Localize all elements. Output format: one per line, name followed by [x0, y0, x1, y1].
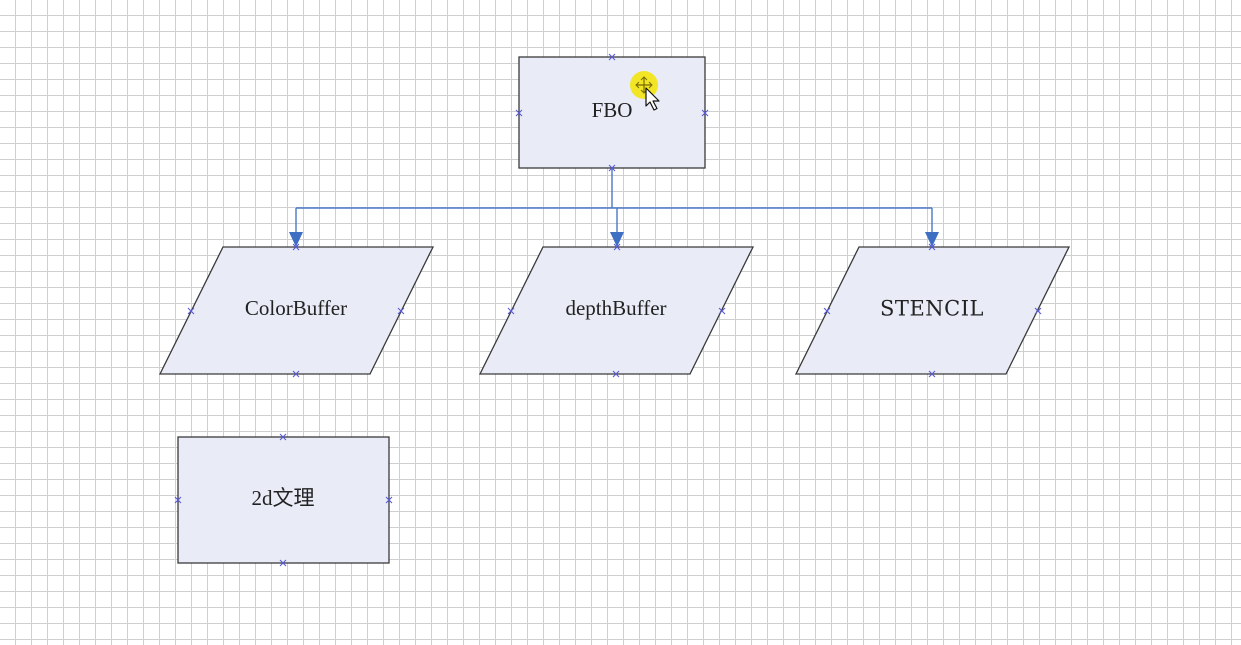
- node-fbo-handles[interactable]: [515, 53, 709, 172]
- node-colorbuffer-label: ColorBuffer: [245, 296, 347, 320]
- node-2d-texture-label: 2d文理: [252, 486, 315, 510]
- node-stencil-label: STENCIL: [880, 297, 984, 321]
- node-colorbuffer[interactable]: ColorBuffer: [158, 243, 435, 378]
- connectors: [289, 168, 939, 247]
- node-fbo[interactable]: FBO: [515, 53, 709, 172]
- node-2d-texture-handles[interactable]: [174, 433, 393, 567]
- node-depthbuffer[interactable]: depthBuffer: [478, 243, 755, 378]
- node-2d-texture[interactable]: 2d文理: [174, 433, 393, 567]
- arrowhead-depthbuffer: [610, 232, 624, 247]
- node-stencil[interactable]: STENCIL: [794, 243, 1071, 378]
- arrowhead-colorbuffer: [289, 232, 303, 247]
- move-arrow-cursor-icon: [630, 71, 660, 111]
- node-depthbuffer-label: depthBuffer: [565, 296, 666, 320]
- node-stencil-handles[interactable]: [823, 243, 1042, 378]
- node-colorbuffer-handles[interactable]: [187, 243, 405, 378]
- node-fbo-label: FBO: [592, 98, 633, 122]
- node-depthbuffer-handles[interactable]: [507, 243, 726, 378]
- arrowhead-stencil: [925, 232, 939, 247]
